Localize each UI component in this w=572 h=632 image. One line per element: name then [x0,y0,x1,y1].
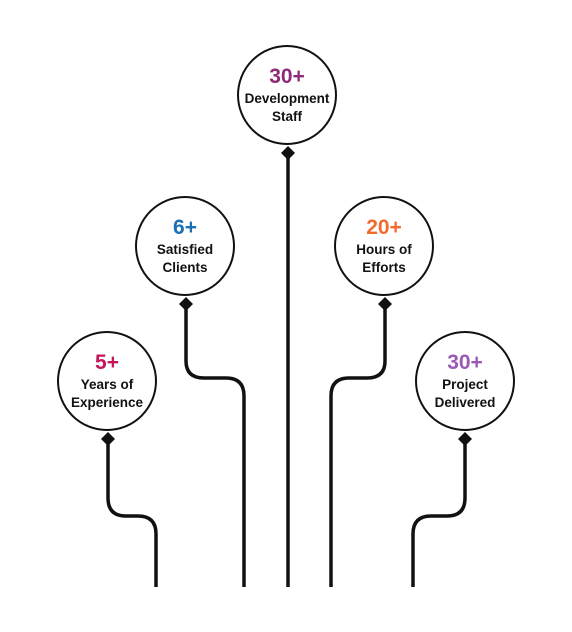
connector-line-clients [184,304,246,587]
diamond-node-efforts [378,297,392,311]
stat-label: Project Delivered [434,376,496,410]
connector-line-experience [106,439,158,587]
stat-label: Development Staff [244,90,330,124]
stat-label: Years of Experience [70,376,144,410]
stat-circle-experience: 5+ Years of Experience [57,331,157,431]
stat-value: 30+ [447,350,483,374]
diamond-node-staff [281,146,295,160]
stat-label: Satisfied Clients [156,241,214,275]
stat-value: 30+ [269,64,305,88]
stat-circle-projects: 30+ Project Delivered [415,331,515,431]
stat-circle-staff: 30+ Development Staff [237,45,337,145]
stat-value: 6+ [173,215,197,239]
diamond-node-projects [458,432,472,446]
connector-line-projects [411,439,467,587]
diamond-node-experience [101,432,115,446]
diamond-node-clients [179,297,193,311]
stat-value: 20+ [366,215,402,239]
stat-circle-clients: 6+ Satisfied Clients [135,196,235,296]
stat-circle-efforts: 20+ Hours of Efforts [334,196,434,296]
stat-value: 5+ [95,350,119,374]
stat-label: Hours of Efforts [356,241,412,275]
connector-line-efforts [329,304,387,587]
